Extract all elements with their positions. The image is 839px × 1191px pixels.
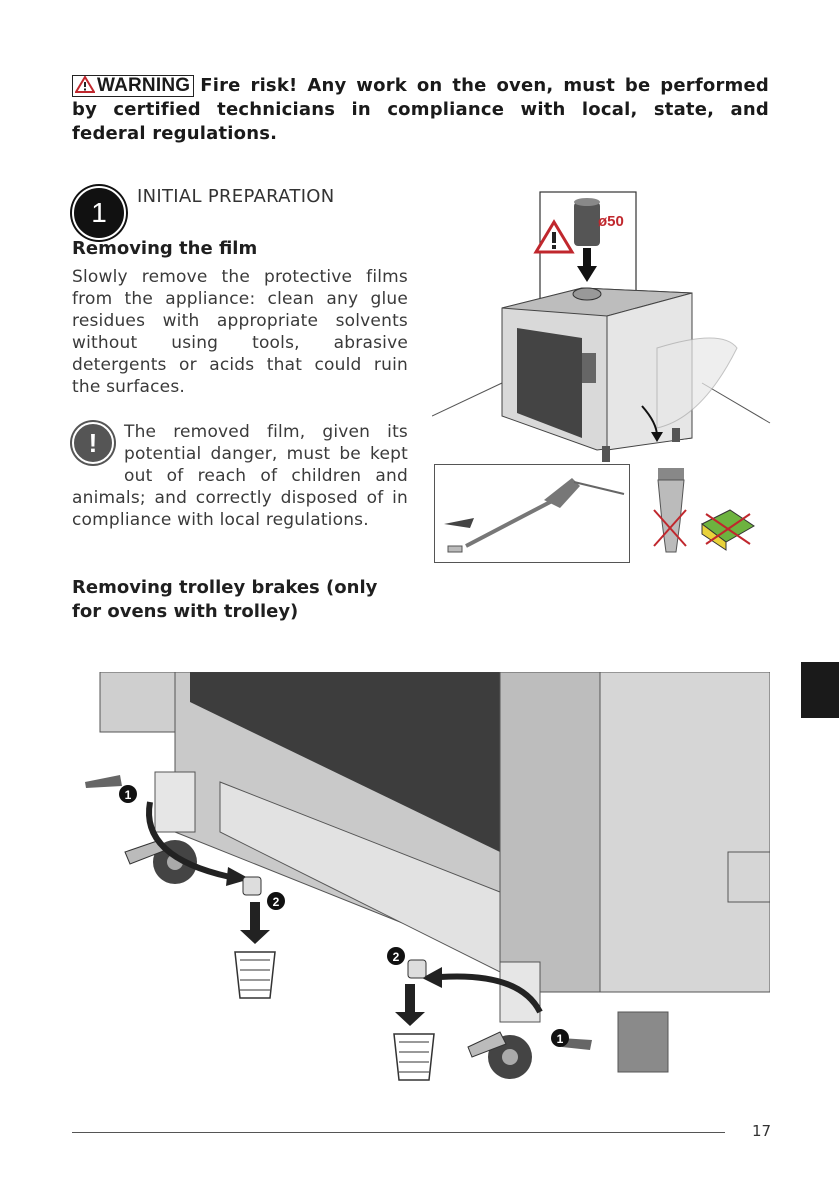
trolley-brakes-illustration: 1 2 2 1 <box>85 672 770 1081</box>
caution-icon-spacer <box>72 421 124 487</box>
film-heading: Removing the film <box>72 238 258 259</box>
callout-1-left: 1 <box>125 788 132 802</box>
oven-film-illustration: ø50 <box>432 191 771 462</box>
warning-text: Fire risk! Any work on the oven, must be… <box>72 75 769 144</box>
caution-body: The removed film, given its potential da… <box>72 422 408 530</box>
chapter-tab <box>801 662 839 718</box>
exclamation-icon: ! <box>72 422 114 464</box>
step-number-badge: 1 <box>72 186 126 240</box>
prohibited-tools-icon <box>653 468 755 553</box>
warning-label-box: WARNING <box>72 75 195 97</box>
footer-rule <box>72 1132 725 1133</box>
caution-text: The removed film, given its potential da… <box>72 421 408 531</box>
diameter-label: ø50 <box>598 213 624 230</box>
callout-2-left: 2 <box>273 895 280 909</box>
warning-label-text: WARNING <box>97 75 191 96</box>
film-body: Slowly remove the protective films from … <box>72 267 408 397</box>
callout-1-right: 1 <box>557 1032 564 1046</box>
callout-2-right: 2 <box>393 950 400 964</box>
brakes-heading: Removing trolley brakes (only for ovens … <box>72 577 378 622</box>
pressure-washer-illustration <box>434 464 630 563</box>
warning-triangle-icon <box>75 76 95 93</box>
page-number: 17 <box>752 1122 772 1140</box>
step-title: INITIAL PREPARATION <box>137 186 335 207</box>
